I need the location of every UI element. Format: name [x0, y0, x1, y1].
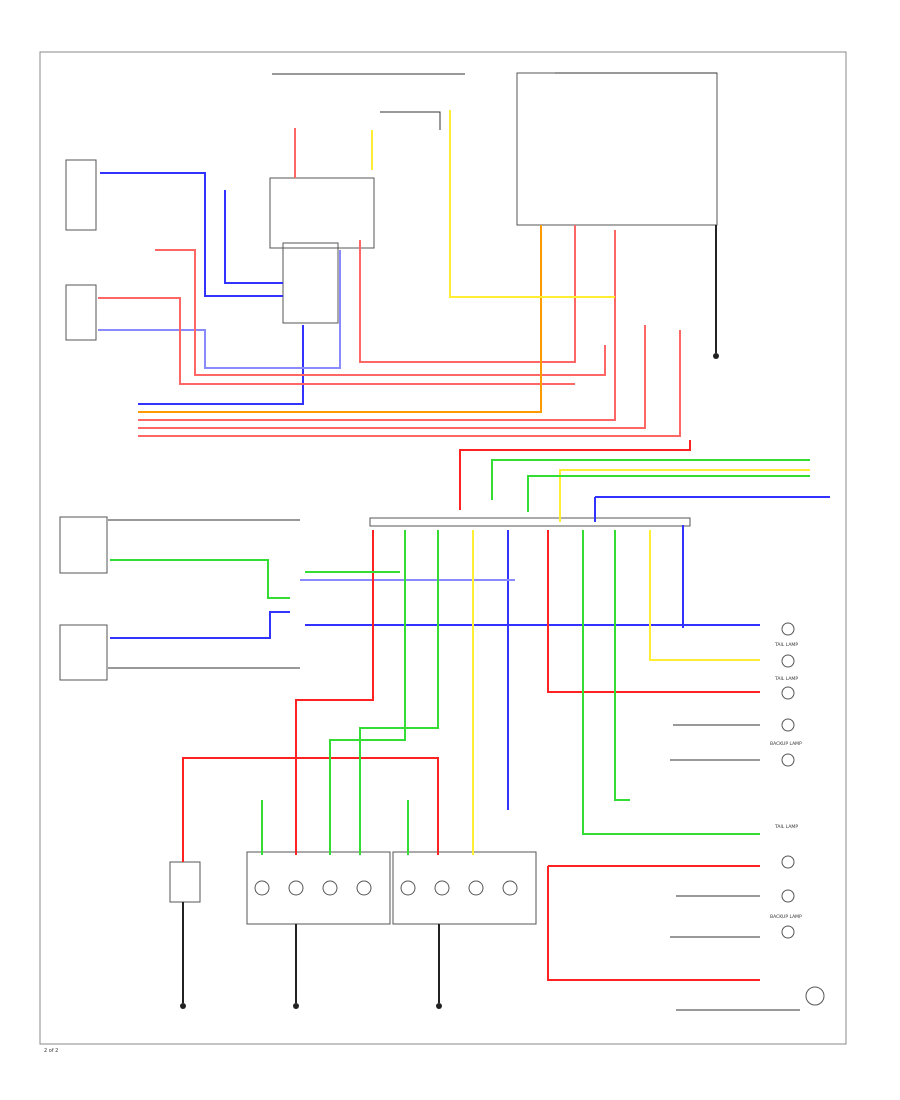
lamp-bulb — [781, 622, 795, 636]
wire-red — [155, 249, 606, 376]
wire-blue — [138, 325, 304, 405]
wire-thin — [380, 111, 441, 130]
wire-green — [491, 459, 810, 500]
lamp-bulb — [434, 880, 450, 896]
wire-green — [329, 530, 406, 855]
lamp-bulb — [502, 880, 518, 896]
headlight-switch-box — [516, 72, 718, 226]
lamp-bulb — [805, 986, 825, 1006]
tail-lamp-label: TAIL LAMP — [774, 824, 798, 830]
wire-red — [459, 440, 691, 510]
lamp-labels: TAIL LAMP TAIL LAMP BACKUP LAMP TAIL LAM… — [770, 642, 802, 920]
right-rear-combination-lamp — [392, 851, 537, 925]
wire-red — [98, 297, 575, 385]
junction-block — [369, 517, 691, 527]
component-boxes — [59, 72, 718, 925]
trunk-lamp-left — [59, 516, 108, 574]
wire-yellow — [649, 530, 760, 661]
rear-lamp-bottom — [65, 284, 97, 341]
license-lamp-box — [169, 861, 201, 903]
wire-green — [110, 559, 290, 599]
lamp-bulb — [322, 880, 338, 896]
wires-blue-light — [98, 250, 515, 581]
left-rear-combination-lamp — [246, 851, 391, 925]
lamp-bulb — [781, 654, 795, 668]
wires-green — [110, 459, 810, 855]
wire-blue — [110, 611, 290, 639]
wires-yellow — [371, 110, 810, 855]
wire-red — [138, 230, 616, 421]
wire-blue-light — [98, 250, 341, 369]
wires-orange — [138, 225, 542, 413]
wire-green — [527, 475, 810, 512]
lamp-bulb — [254, 880, 270, 896]
lamp-bulb — [781, 925, 795, 939]
wire-red — [138, 330, 681, 437]
lamp-bulb — [781, 686, 795, 700]
wire-red — [547, 866, 760, 981]
ground-points — [180, 353, 719, 1009]
wire-green — [261, 800, 409, 855]
wire-red — [138, 325, 646, 429]
lamp-bulb — [781, 718, 795, 732]
relay-box — [269, 177, 375, 249]
combination-lamp-bulbs — [254, 880, 518, 896]
wire-orange — [138, 225, 542, 413]
wire-yellow — [559, 469, 810, 522]
lamp-bulb — [468, 880, 484, 896]
backup-lamp-label: BACKUP LAMP — [770, 914, 802, 920]
rear-lamp-top — [65, 159, 97, 231]
wire-blue — [594, 496, 830, 522]
diagram-frame — [39, 51, 847, 1045]
wire-red — [182, 757, 439, 862]
lamp-bulb — [781, 889, 795, 903]
lamp-bulb — [781, 753, 795, 767]
ground-symbol — [180, 1003, 186, 1009]
wires-red-strong — [182, 440, 760, 981]
wire-red — [295, 530, 374, 855]
wire-red — [547, 530, 760, 693]
lamp-bulb — [288, 880, 304, 896]
wires-red — [98, 128, 681, 437]
wires-black — [182, 225, 717, 1003]
page-number: 2 of 2 — [44, 1048, 58, 1054]
wire-blue — [100, 172, 283, 297]
lamp-bulb — [781, 855, 795, 869]
lamp-bulb — [400, 880, 416, 896]
lamp-bulb — [356, 880, 372, 896]
wires-blue — [100, 172, 830, 810]
trunk-lamp-right — [59, 624, 108, 681]
lamp-bulbs — [781, 622, 825, 1006]
wires-thin — [108, 72, 800, 1011]
wire-green — [582, 530, 760, 835]
wire-yellow — [371, 110, 615, 298]
wire-blue — [224, 190, 283, 284]
wire-green — [359, 530, 439, 855]
ground-symbol — [436, 1003, 442, 1009]
tail-lamp-label: TAIL LAMP — [774, 676, 798, 682]
wire-red — [359, 225, 576, 363]
ground-symbol — [293, 1003, 299, 1009]
ground-symbol — [713, 353, 719, 359]
wire-green — [614, 530, 630, 801]
relay-module — [282, 242, 339, 324]
backup-lamp-label: BACKUP LAMP — [770, 741, 802, 747]
tail-lamp-label: TAIL LAMP — [774, 642, 798, 648]
